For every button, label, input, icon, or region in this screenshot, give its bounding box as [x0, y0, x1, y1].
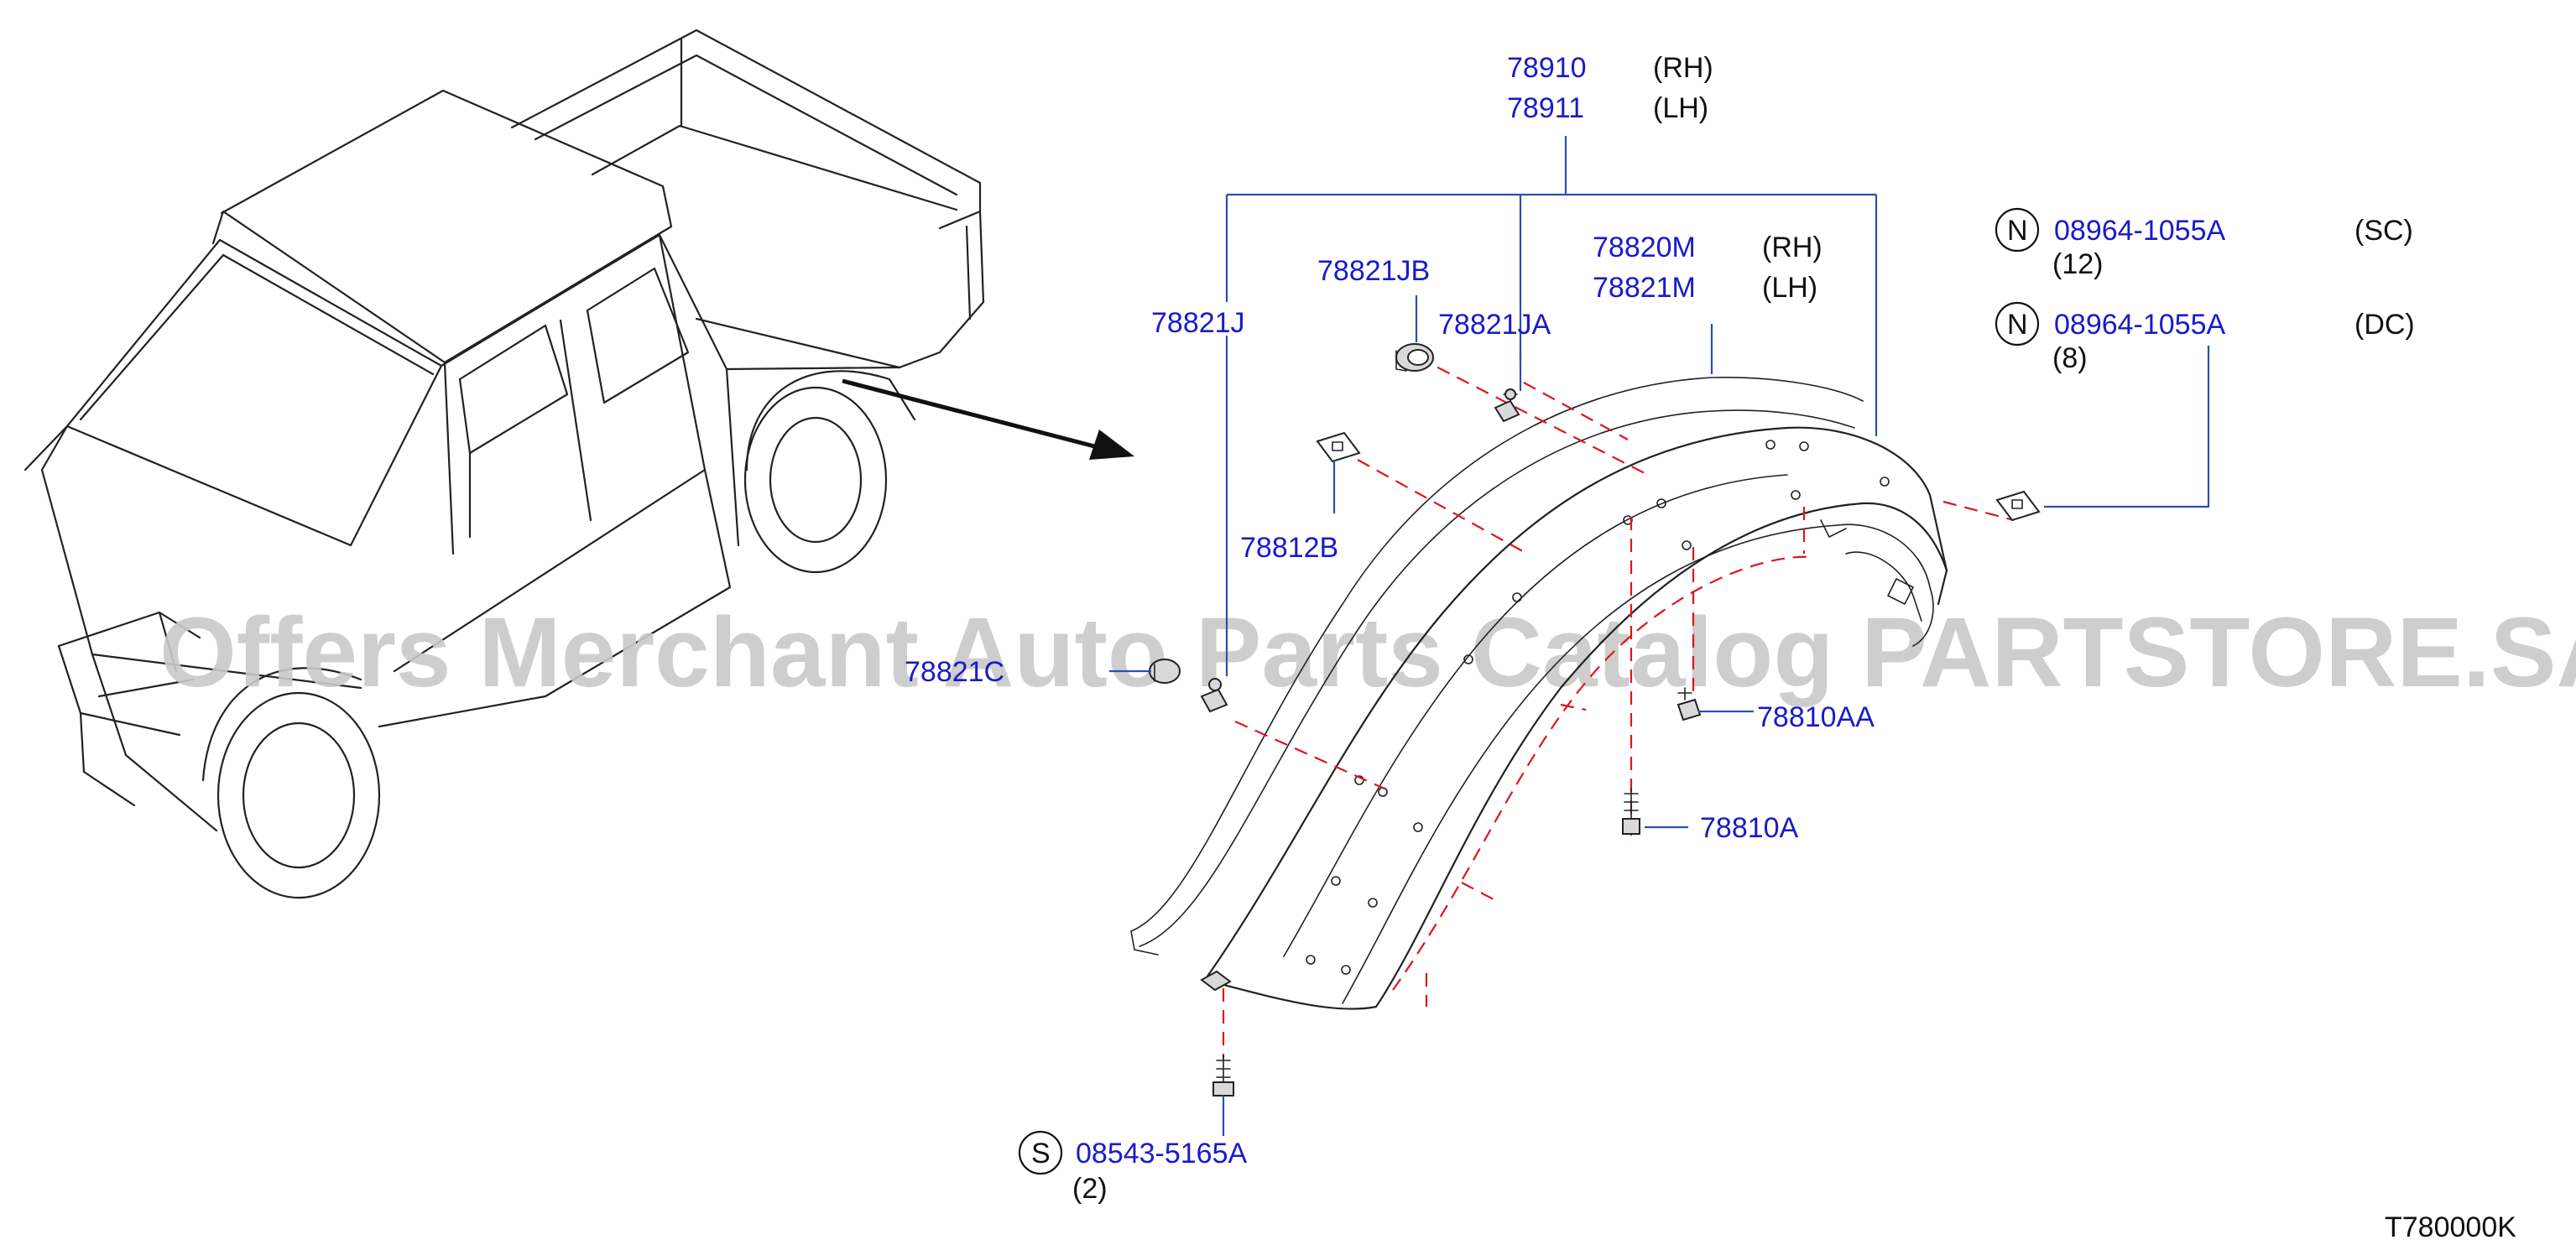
- part-number-08543[interactable]: 08543-5165A: [1076, 1138, 1248, 1169]
- part-number-78821jb[interactable]: 78821JB: [1317, 255, 1430, 287]
- clip-78821c-icon: [1149, 659, 1181, 684]
- side-78910: (RH): [1653, 52, 1713, 84]
- part-number-78821m[interactable]: 78821M: [1593, 272, 1696, 304]
- n-symbol-1: N: [2007, 215, 2028, 247]
- variant-dc: (DC): [2354, 309, 2415, 341]
- qty-08543: (2): [1072, 1173, 1108, 1205]
- part-number-78910[interactable]: 78910: [1507, 52, 1587, 84]
- clip-78821j-icon: [1200, 678, 1228, 713]
- part-number-78821c[interactable]: 78821C: [905, 656, 1004, 688]
- variant-sc: (SC): [2354, 215, 2413, 247]
- screw-08543-icon: [1212, 1055, 1234, 1097]
- watermark: Offers Merchant Auto Parts Catalog PARTS…: [159, 597, 2576, 708]
- qty-08964-sc: (12): [2052, 248, 2103, 280]
- screw-78810aa-icon: [1676, 687, 1702, 721]
- part-number-08964-sc[interactable]: 08964-1055A: [2054, 215, 2226, 247]
- part-number-78820m[interactable]: 78820M: [1593, 232, 1696, 263]
- screw-78810a-icon: [1622, 788, 1640, 835]
- flare-mounting-holes: [1306, 440, 1890, 975]
- qty-08964-dc: (8): [2052, 342, 2088, 374]
- s-symbol: S: [1031, 1138, 1051, 1169]
- side-78821m: (LH): [1762, 272, 1817, 304]
- pickup-truck-illustration: [23, 29, 1134, 899]
- n-symbol-circle-2: [1995, 301, 2040, 346]
- part-labels: 78910 (RH) 78911 (LH) 78820M (RH) 78821M…: [905, 52, 2516, 1243]
- part-number-78810aa[interactable]: 78810AA: [1757, 701, 1875, 733]
- side-78911: (LH): [1653, 92, 1708, 124]
- part-number-78821ja[interactable]: 78821JA: [1438, 309, 1551, 341]
- clip-78821jb-icon: [1395, 343, 1434, 372]
- part-number-78812b[interactable]: 78812B: [1240, 532, 1338, 564]
- assembly-guide-lines: [1222, 357, 2015, 1059]
- part-number-78911[interactable]: 78911: [1507, 92, 1584, 124]
- part-number-78821j[interactable]: 78821J: [1151, 307, 1245, 339]
- n-symbol-2: N: [2007, 309, 2028, 341]
- s-symbol-circle: [1018, 1130, 1063, 1175]
- part-number-08964-dc[interactable]: 08964-1055A: [2054, 309, 2226, 341]
- clip-78821ja-icon: [1494, 388, 1520, 423]
- leader-lines: [1109, 136, 2210, 1136]
- side-78820m: (RH): [1762, 232, 1822, 263]
- clip-78812b-icon: [1316, 431, 1361, 463]
- fender-flare-assembly: [1130, 377, 1948, 1010]
- diagram-code: T780000K: [2385, 1211, 2516, 1243]
- clip-08964-icon: [1995, 490, 2041, 522]
- part-number-78810a[interactable]: 78810A: [1700, 812, 1799, 844]
- n-symbol-circle-1: [1995, 207, 2040, 253]
